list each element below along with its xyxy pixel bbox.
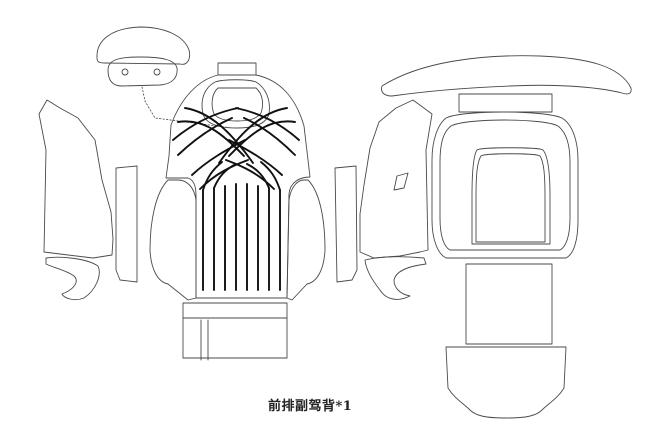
back-panel-head-recess-inner bbox=[211, 87, 264, 122]
back-shell-center-window bbox=[471, 147, 551, 245]
left-side-strip-panel bbox=[115, 165, 138, 283]
headrest-post-hole-left bbox=[121, 68, 129, 76]
headrest-leader-line bbox=[141, 86, 233, 129]
left-side-wing-panel bbox=[38, 99, 114, 259]
back-lower-skirt-slot bbox=[200, 319, 209, 361]
back-panel-top-tab bbox=[217, 62, 257, 76]
headrest-front-panel bbox=[107, 56, 178, 87]
back-right-bolster bbox=[286, 179, 326, 301]
pattern-caption: 前排副驾背*1 bbox=[268, 399, 353, 414]
right-wing-window-cutout bbox=[393, 172, 409, 191]
left-lower-curved-panel bbox=[45, 256, 100, 301]
right-lower-curved-panel bbox=[364, 256, 427, 300]
back-shell-center-window-inner bbox=[475, 153, 546, 243]
back-lower-skirt bbox=[182, 302, 288, 359]
headrest-top-cap bbox=[96, 26, 191, 65]
back-panel-pleat-lines bbox=[172, 107, 300, 291]
back-top-crescent-panel bbox=[381, 55, 632, 97]
right-side-wing-panel bbox=[359, 99, 433, 259]
back-shell-inner-border bbox=[439, 119, 571, 251]
right-side-strip-panel bbox=[334, 165, 358, 283]
back-panel-outline bbox=[165, 74, 311, 299]
back-left-bolster bbox=[149, 179, 197, 301]
back-shell-outline bbox=[431, 111, 579, 259]
back-lower-block bbox=[465, 263, 553, 345]
headrest-post-hole-right bbox=[153, 68, 161, 76]
back-header-bar bbox=[458, 93, 553, 113]
back-bottom-flare-panel bbox=[445, 346, 567, 419]
